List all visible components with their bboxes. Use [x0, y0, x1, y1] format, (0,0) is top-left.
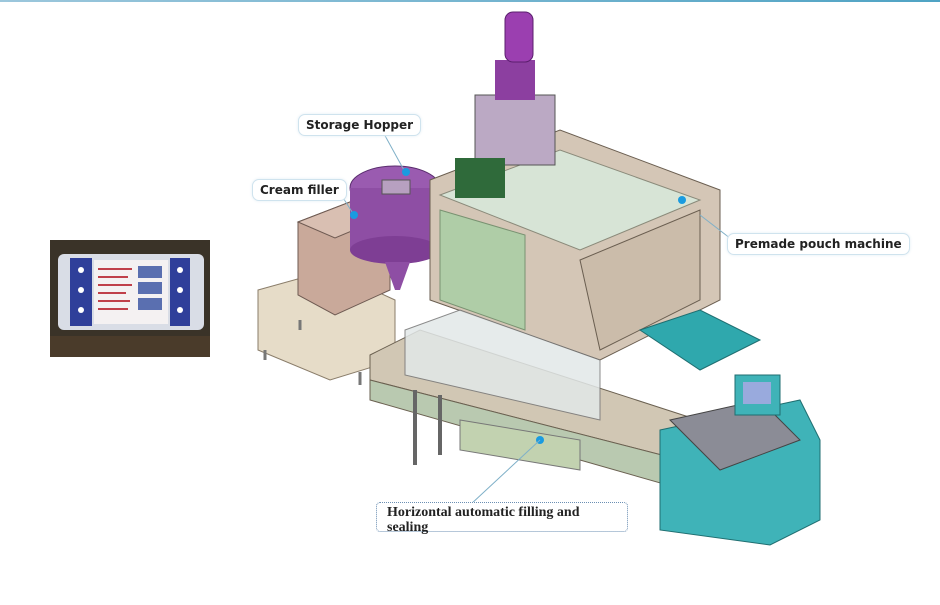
- product-pouch-image: [50, 240, 210, 357]
- product-photo: [50, 240, 210, 357]
- label-storage-hopper: Storage Hopper: [298, 114, 422, 136]
- top-accent-line: [0, 0, 940, 2]
- premade-pouch-machine: [429, 11, 721, 361]
- label-premade-pouch-machine: Premade pouch machine: [727, 233, 910, 255]
- storage-hopper: [349, 165, 441, 290]
- label-horizontal-filling-sealing: Horizontal automatic filling and sealing: [376, 502, 628, 535]
- label-cream-filler: Cream filler: [252, 179, 347, 201]
- pointer-dots: [350, 168, 410, 219]
- horizontal-filling-sealing-machine: [369, 309, 821, 546]
